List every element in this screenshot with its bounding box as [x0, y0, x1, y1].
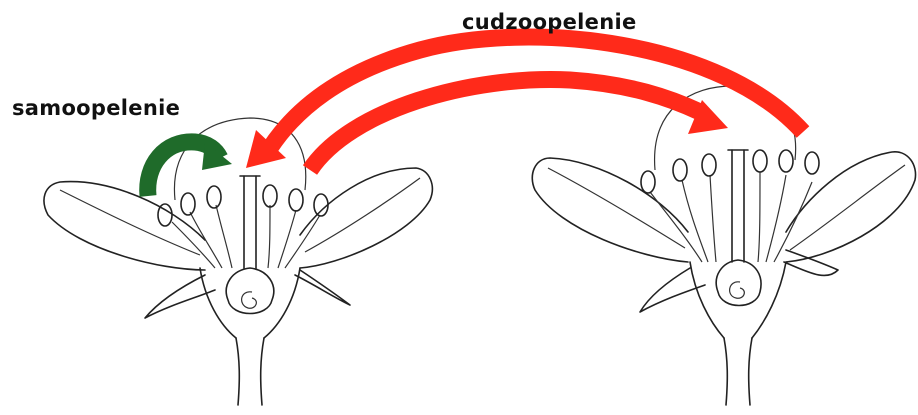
cross-pollination-arrow-to-right: [310, 80, 728, 170]
self-pollination-label: samoopelenie: [12, 96, 180, 120]
self-pollination-arrow: [148, 142, 232, 196]
right-flower: [532, 86, 915, 405]
cross-pollination-label: cudzoopelenie: [462, 10, 637, 34]
left-flower: [44, 118, 432, 405]
